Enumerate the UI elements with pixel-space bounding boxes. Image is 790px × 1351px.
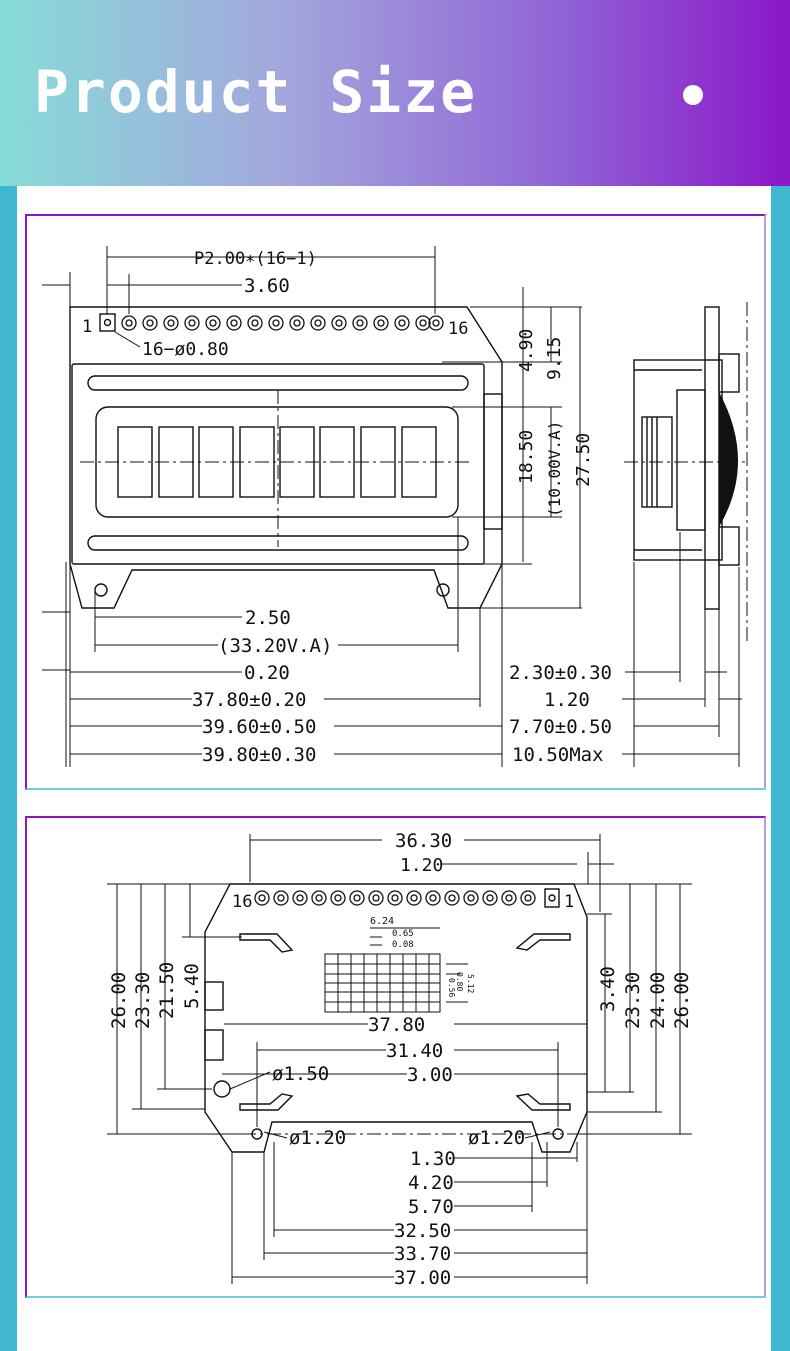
dim-1-20-label: 1.20 — [544, 689, 590, 711]
dim-3-00-label: 3.00 — [407, 1064, 453, 1086]
dim-37-80-label: 37.80 — [368, 1014, 425, 1036]
left-side-bar — [0, 186, 17, 1351]
dim-32-50-label: 32.50 — [394, 1220, 451, 1242]
hole-1-50-label: ø1.50 — [272, 1063, 329, 1085]
dim-9-15-label: 9.15 — [544, 337, 565, 380]
pin-16-label: 16 — [448, 319, 468, 339]
pin-pitch-label: P2.00∗(16−1) — [194, 249, 317, 269]
hole-1-20-right-label: ø1.20 — [468, 1127, 525, 1149]
dim-0-80-label: 0.80 — [455, 972, 464, 991]
dim-5-12-label: 5.12 — [466, 974, 475, 993]
page-title: Product Size — [34, 58, 478, 126]
dim-0-20-label: 0.20 — [244, 662, 290, 684]
dim-39-80-label: 39.80±0.30 — [202, 744, 316, 766]
decorative-dot — [683, 85, 703, 105]
dim-3-60-label: 3.60 — [244, 275, 290, 297]
dim-18-50-label: 18.50 — [516, 430, 537, 484]
dim-39-60-label: 39.60±0.50 — [202, 716, 316, 738]
dim-6-24-label: 6.24 — [370, 916, 394, 927]
dim-10-50-label: 10.50Max — [512, 744, 604, 766]
dim-4-90-label: 4.90 — [516, 329, 537, 372]
dim-5-70-label: 5.70 — [408, 1196, 454, 1218]
dim-31-40-label: 31.40 — [386, 1040, 443, 1062]
dim-33-20-label: (33.20V.A) — [218, 635, 332, 657]
back-view-drawing: 36.30 1.20 16 1 6.24 0.65 0.08 0.80 0.56… — [107, 830, 693, 1289]
dim-5-40-label: 5.40 — [181, 963, 203, 1009]
dim-7-70-label: 7.70±0.50 — [509, 716, 612, 738]
hole-1-20-left-label: ø1.20 — [289, 1127, 346, 1149]
dim-21-50-label: 21.50 — [156, 962, 178, 1019]
dim-24-00-label: 24.00 — [647, 972, 669, 1029]
dim-0-65-label: 0.65 — [392, 929, 414, 939]
dim-0-56-label: 0.56 — [447, 978, 456, 997]
dim-2-30-label: 2.30±0.30 — [509, 662, 612, 684]
dim-3-40-label: 3.40 — [597, 966, 619, 1012]
dim-1-30-label: 1.30 — [410, 1148, 456, 1170]
right-side-bar — [771, 186, 790, 1351]
pin-1-label: 1 — [82, 317, 92, 337]
pin-16-label: 16 — [232, 892, 252, 912]
dim-26-00-right-label: 26.00 — [671, 972, 693, 1029]
dim-37-80-label: 37.80±0.20 — [192, 689, 306, 711]
dim-23-30-right-label: 23.30 — [622, 972, 644, 1029]
dim-1-20-label: 1.20 — [400, 855, 443, 876]
dim-4-20-label: 4.20 — [408, 1172, 454, 1194]
dim-36-30-label: 36.30 — [395, 830, 452, 852]
dim-23-30-left-label: 23.30 — [132, 972, 154, 1029]
dim-26-00-left-label: 26.00 — [108, 972, 130, 1029]
dim-10-va-label: (10.00V.A) — [545, 421, 564, 517]
dim-2-50-label: 2.50 — [245, 607, 291, 629]
dim-33-70-label: 33.70 — [394, 1243, 451, 1265]
dim-27-50-label: 27.50 — [573, 433, 594, 487]
dim-37-00-label: 37.00 — [394, 1267, 451, 1289]
dim-0-08-label: 0.08 — [392, 940, 414, 950]
front-view-panel: P2.00∗(16−1) 3.60 1 16 16−ø0.80 4.90 9.1… — [25, 214, 766, 790]
pin-1-label: 1 — [564, 892, 574, 912]
back-view-panel: 36.30 1.20 16 1 6.24 0.65 0.08 0.80 0.56… — [25, 816, 766, 1298]
header-banner: Product Size — [0, 0, 790, 186]
pin-diameter-label: 16−ø0.80 — [142, 339, 229, 360]
front-view-drawing: P2.00∗(16−1) 3.60 1 16 16−ø0.80 4.90 9.1… — [42, 246, 748, 767]
